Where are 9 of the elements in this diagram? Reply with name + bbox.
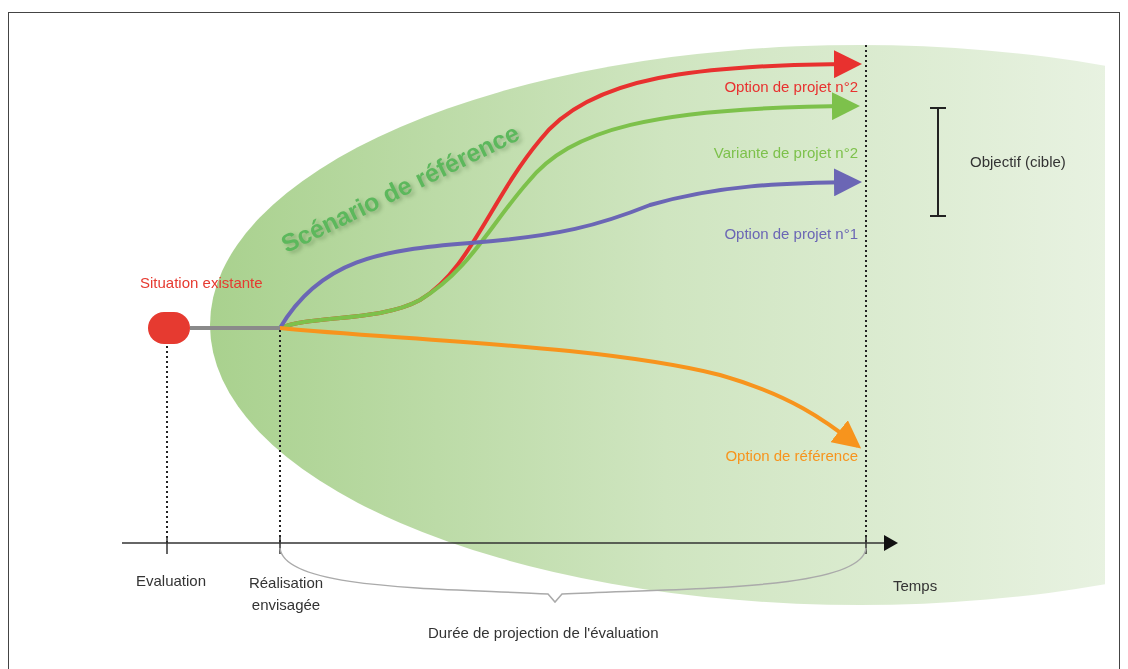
- range-label: Objectif (cible): [970, 153, 1066, 171]
- curve-label: Option de projet n°1: [724, 225, 858, 243]
- curve-label: Option de référence: [725, 447, 858, 465]
- curve-label: Variante de projet n°2: [713, 144, 858, 162]
- axis-label: Evaluation: [136, 572, 207, 590]
- axis-label: Temps: [893, 577, 938, 595]
- axis-label: Réalisation envisagée: [247, 573, 325, 615]
- curve-label: Option de projet n°2: [724, 78, 858, 96]
- brace-label: Durée de projection de l'évaluation: [428, 624, 659, 642]
